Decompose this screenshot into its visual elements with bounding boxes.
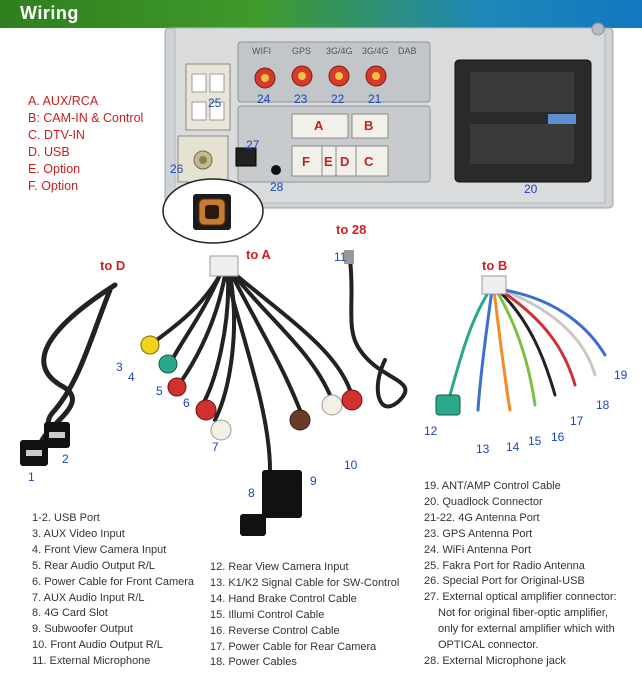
4g-card-module <box>262 470 302 518</box>
description-item: 18. Power Cables <box>210 656 297 669</box>
device-number: 25 <box>208 96 222 110</box>
description-item: 9. Subwoofer Output <box>32 623 133 636</box>
device-number: 28 <box>270 180 284 194</box>
device-number: 27 <box>246 138 260 152</box>
description-item: 12. Rear View Camera Input <box>210 561 349 573</box>
device-number: 24 <box>257 92 271 106</box>
port-c <box>355 145 389 177</box>
microphone-cable <box>348 258 408 409</box>
description-item: 13. K1/K2 Signal Cable for SW-Control <box>210 576 400 589</box>
description-item: 3. AUX Video Input <box>32 527 125 540</box>
description-item: 24. WiFi Antenna Port <box>424 543 531 556</box>
header-banner: Wiring <box>0 0 642 28</box>
cable-number: 2 <box>62 452 69 466</box>
port-letter-a: A <box>314 118 324 133</box>
description-item: 16. Reverse Control Cable <box>210 624 340 637</box>
antenna-label: GPS <box>292 46 312 56</box>
aux-rca-harness <box>148 273 352 472</box>
description-item: 6. Power Cable for Front Camera <box>32 575 195 588</box>
cable-number: 14 <box>506 440 520 454</box>
port-b <box>351 113 389 139</box>
optical-port <box>235 147 257 167</box>
page-title: Wiring <box>20 3 79 23</box>
legend-item: F. Option <box>28 179 79 193</box>
cable-number: 7 <box>212 440 219 454</box>
device-number: 26 <box>170 162 184 176</box>
port-legend: A. AUX/RCA B: CAM-IN & Control C. DTV-IN… <box>28 93 143 195</box>
legend-item: D. USB <box>28 145 70 159</box>
port-letter-e: E <box>324 154 333 169</box>
cable-number: 9 <box>310 474 317 488</box>
description-item: 14. Hand Brake Control Cable <box>210 592 357 605</box>
description-list-middle: 12. Rear View Camera Input 13. K1/K2 Sig… <box>210 560 399 671</box>
description-item: 10. Front Audio Output R/L <box>32 639 163 652</box>
port-letter-f: F <box>302 154 310 169</box>
camera-control-harness <box>448 288 607 412</box>
description-item: 1-2. USB Port <box>32 512 100 524</box>
callout-to-28: to 28 <box>336 222 367 237</box>
cable-number: 8 <box>248 486 255 500</box>
legend-item: B: CAM-IN & Control <box>28 111 144 125</box>
port-a <box>291 113 349 139</box>
antenna-label: 3G/4G <box>362 46 389 56</box>
description-list-right: 19. ANT/AMP Control Cable 20. Quadlock C… <box>424 479 617 670</box>
rca-plugs <box>140 335 363 441</box>
callout-to-b: to B <box>482 258 508 273</box>
rear-cam-rca <box>435 394 461 416</box>
port-letter-c: C <box>364 154 374 169</box>
description-item: 11. External Microphone <box>32 655 151 668</box>
antenna-ports <box>254 65 387 89</box>
description-item: 17. Power Cable for Rear Camera <box>210 640 377 653</box>
description-item: 5. Rear Audio Output R/L <box>32 559 155 572</box>
cable-number: 1 <box>28 470 35 484</box>
description-item: Not for original fiber-optic amplifier, <box>438 607 608 620</box>
device-number: 20 <box>524 182 538 196</box>
legend-item: E. Option <box>28 162 81 176</box>
cable-number: 12 <box>424 424 438 438</box>
port-f <box>291 145 323 177</box>
description-list-left: 1-2. USB Port 3. AUX Video Input 4. Fron… <box>32 511 194 670</box>
device-number: 21 <box>368 92 382 106</box>
cable-number: 6 <box>183 396 190 410</box>
cable-number: 10 <box>344 458 358 472</box>
antenna-label: 3G/4G <box>326 46 353 56</box>
device-number: 23 <box>294 92 308 106</box>
cable-number: 17 <box>570 414 584 428</box>
callout-to-d: to D <box>100 258 126 273</box>
description-item: 28. External Microphone jack <box>424 654 566 667</box>
port-letter-b: B <box>364 118 374 133</box>
antenna-label: WIFI <box>252 46 271 56</box>
description-item: 27. External optical amplifier connector… <box>424 591 617 604</box>
description-item: 26. Special Port for Original-USB <box>424 575 585 588</box>
description-item: 25. Fakra Port for Radio Antenna <box>424 559 585 572</box>
description-item: 20. Quadlock Connector <box>424 495 543 508</box>
cable-number: 18 <box>596 398 610 412</box>
cable-number: 5 <box>156 384 163 398</box>
cable-number: 13 <box>476 442 490 456</box>
antenna-label: DAB <box>398 46 417 56</box>
description-item: only for external amplifier which with <box>438 623 615 636</box>
cable-number: 11 <box>334 250 347 264</box>
port-letter-d: D <box>340 154 350 169</box>
callout-to-a: to A <box>246 247 271 262</box>
legend-item: C. DTV-IN <box>28 128 85 142</box>
cable-number: 3 <box>116 360 123 374</box>
cable-number: 15 <box>528 434 542 448</box>
cable-number: 4 <box>128 370 135 384</box>
description-item: 4. Front View Camera Input <box>32 543 167 556</box>
description-item: 15. Illumi Control Cable <box>210 608 325 621</box>
description-item: 19. ANT/AMP Control Cable <box>424 480 561 492</box>
device-number: 22 <box>331 92 345 106</box>
description-item: 8. 4G Card Slot <box>32 607 108 620</box>
description-item: OPTICAL connector. <box>438 639 539 652</box>
cable-number: 19 <box>614 368 628 382</box>
legend-item: A. AUX/RCA <box>28 94 99 108</box>
description-item: 7. AUX Audio Input R/L <box>32 591 145 604</box>
cable-number: 16 <box>551 430 565 444</box>
description-item: 23. GPS Antenna Port <box>424 527 533 540</box>
description-item: 21-22. 4G Antenna Port <box>424 511 540 524</box>
mic-jack <box>271 165 281 175</box>
